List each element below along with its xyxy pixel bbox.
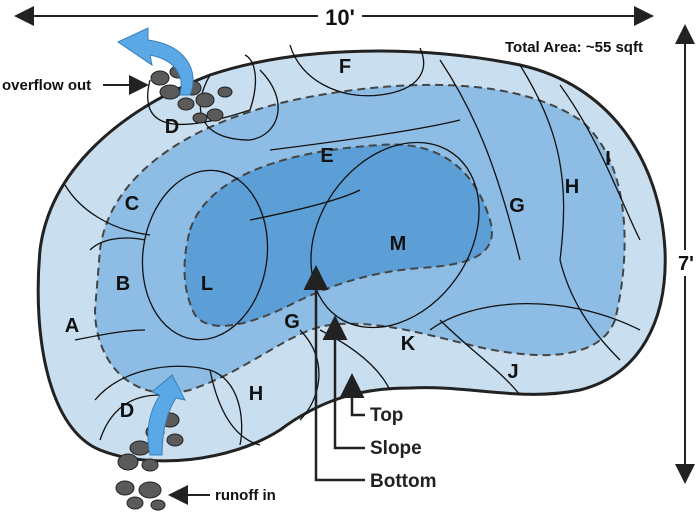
- zone-label-g-mid: G: [284, 311, 300, 333]
- slope-callout: Slope: [370, 438, 422, 459]
- zone-label-h-bottom: H: [249, 383, 263, 405]
- zone-label-b: B: [116, 273, 130, 295]
- zone-label-j: J: [507, 361, 518, 383]
- zone-label-i: I: [605, 148, 611, 170]
- height-label: 7': [678, 253, 694, 275]
- zone-label-d-top: D: [165, 116, 179, 138]
- total-area-label: Total Area: ~55 sqft: [505, 39, 643, 56]
- zone-label-h-right: H: [565, 176, 579, 198]
- overflow-out-label: overflow out: [2, 77, 91, 94]
- zone-label-e: E: [320, 145, 333, 167]
- runoff-arrow-icon: [147, 374, 186, 456]
- zone-bottom: [183, 143, 493, 327]
- zone-label-l: L: [201, 273, 213, 295]
- width-label: 10': [325, 5, 355, 30]
- top-pointer: [339, 373, 365, 417]
- zone-label-k: K: [401, 333, 416, 355]
- zone-label-d-bottom: D: [120, 400, 134, 422]
- zone-label-a: A: [65, 315, 79, 337]
- overflow-arrow-icon: [116, 27, 194, 96]
- bottom-callout: Bottom: [370, 471, 436, 492]
- zone-label-c: C: [125, 193, 139, 215]
- zone-label-g-right: G: [509, 195, 525, 217]
- zone-label-m: M: [390, 233, 407, 255]
- top-callout: Top: [370, 405, 403, 426]
- zone-label-f: F: [339, 56, 351, 78]
- slope-pointer: [322, 315, 365, 450]
- bottom-pointer: [303, 265, 365, 482]
- runoff-in-label: runoff in: [215, 487, 276, 504]
